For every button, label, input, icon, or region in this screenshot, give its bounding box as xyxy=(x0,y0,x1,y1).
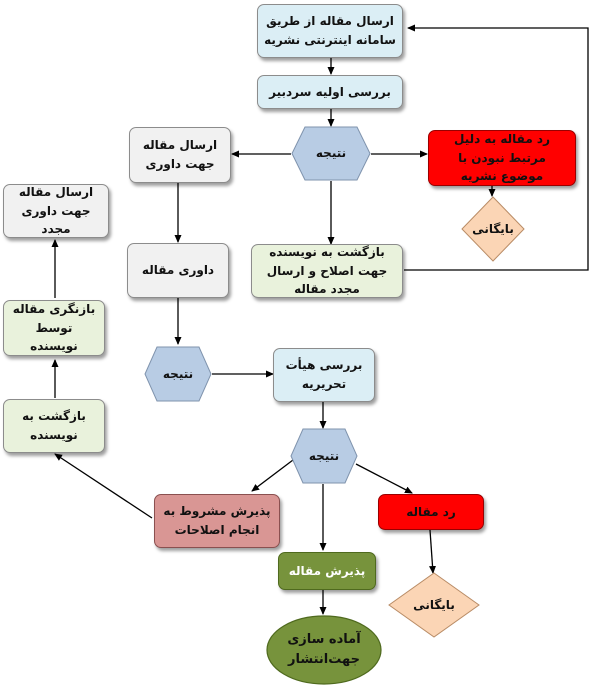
node-return-to-author[interactable]: بازگشت به نویسنده xyxy=(3,399,105,453)
edge-result3-to-conditional xyxy=(251,459,294,492)
node-submit-online[interactable]: ارسال مقاله از طریق سامانه اینترنتی نشری… xyxy=(257,4,403,58)
node-reject[interactable]: رد مقاله xyxy=(378,494,484,530)
terminal-archive-1[interactable]: بایگانی xyxy=(461,196,525,262)
hexagon-shape xyxy=(144,346,212,402)
node-author-revision[interactable]: بازنگری مقاله توسط نویسنده xyxy=(3,300,105,356)
node-return-to-author-fix[interactable]: بازگشت به نویسنده جهت اصلاح و ارسال مجدد… xyxy=(251,244,403,298)
node-conditional-accept[interactable]: پذیرش مشروط به انجام اصلاحات xyxy=(154,494,280,548)
node-board-review[interactable]: بررسی هیأت تحریریه xyxy=(273,348,375,402)
diamond-shape xyxy=(461,196,525,262)
terminal-archive-2[interactable]: بایگانی xyxy=(388,572,480,638)
diamond-shape xyxy=(388,572,480,638)
terminal-prepare-publish[interactable]: آماده سازی جهت‌انتشار xyxy=(265,614,383,686)
node-peer-review[interactable]: داوری مقاله xyxy=(127,243,229,298)
decision-result-3[interactable]: نتیجه xyxy=(290,428,358,484)
node-resend-for-review[interactable]: ارسال مقاله جهت داوری مجدد xyxy=(3,184,109,238)
node-reject-irrelevant[interactable]: رد مقاله به دلیل مرتبط نبودن با موضوع نش… xyxy=(428,130,576,186)
node-send-for-review[interactable]: ارسال مقاله جهت داوری xyxy=(129,127,231,183)
decision-result-2[interactable]: نتیجه xyxy=(144,346,212,402)
node-editor-review[interactable]: بررسی اولیه سردبیر xyxy=(257,75,403,109)
edge-result3-to-reject xyxy=(355,463,413,494)
edge-reject-to-archive2 xyxy=(429,529,437,574)
decision-result-1[interactable]: نتیجه xyxy=(291,126,371,181)
hexagon-shape xyxy=(291,126,371,181)
edge-return-fix-to-submit xyxy=(404,24,589,271)
edge-conditional-to-return xyxy=(54,453,153,519)
hexagon-shape xyxy=(290,428,358,484)
node-accept[interactable]: پذیرش مقاله xyxy=(278,552,376,590)
oval-shape xyxy=(266,615,382,685)
